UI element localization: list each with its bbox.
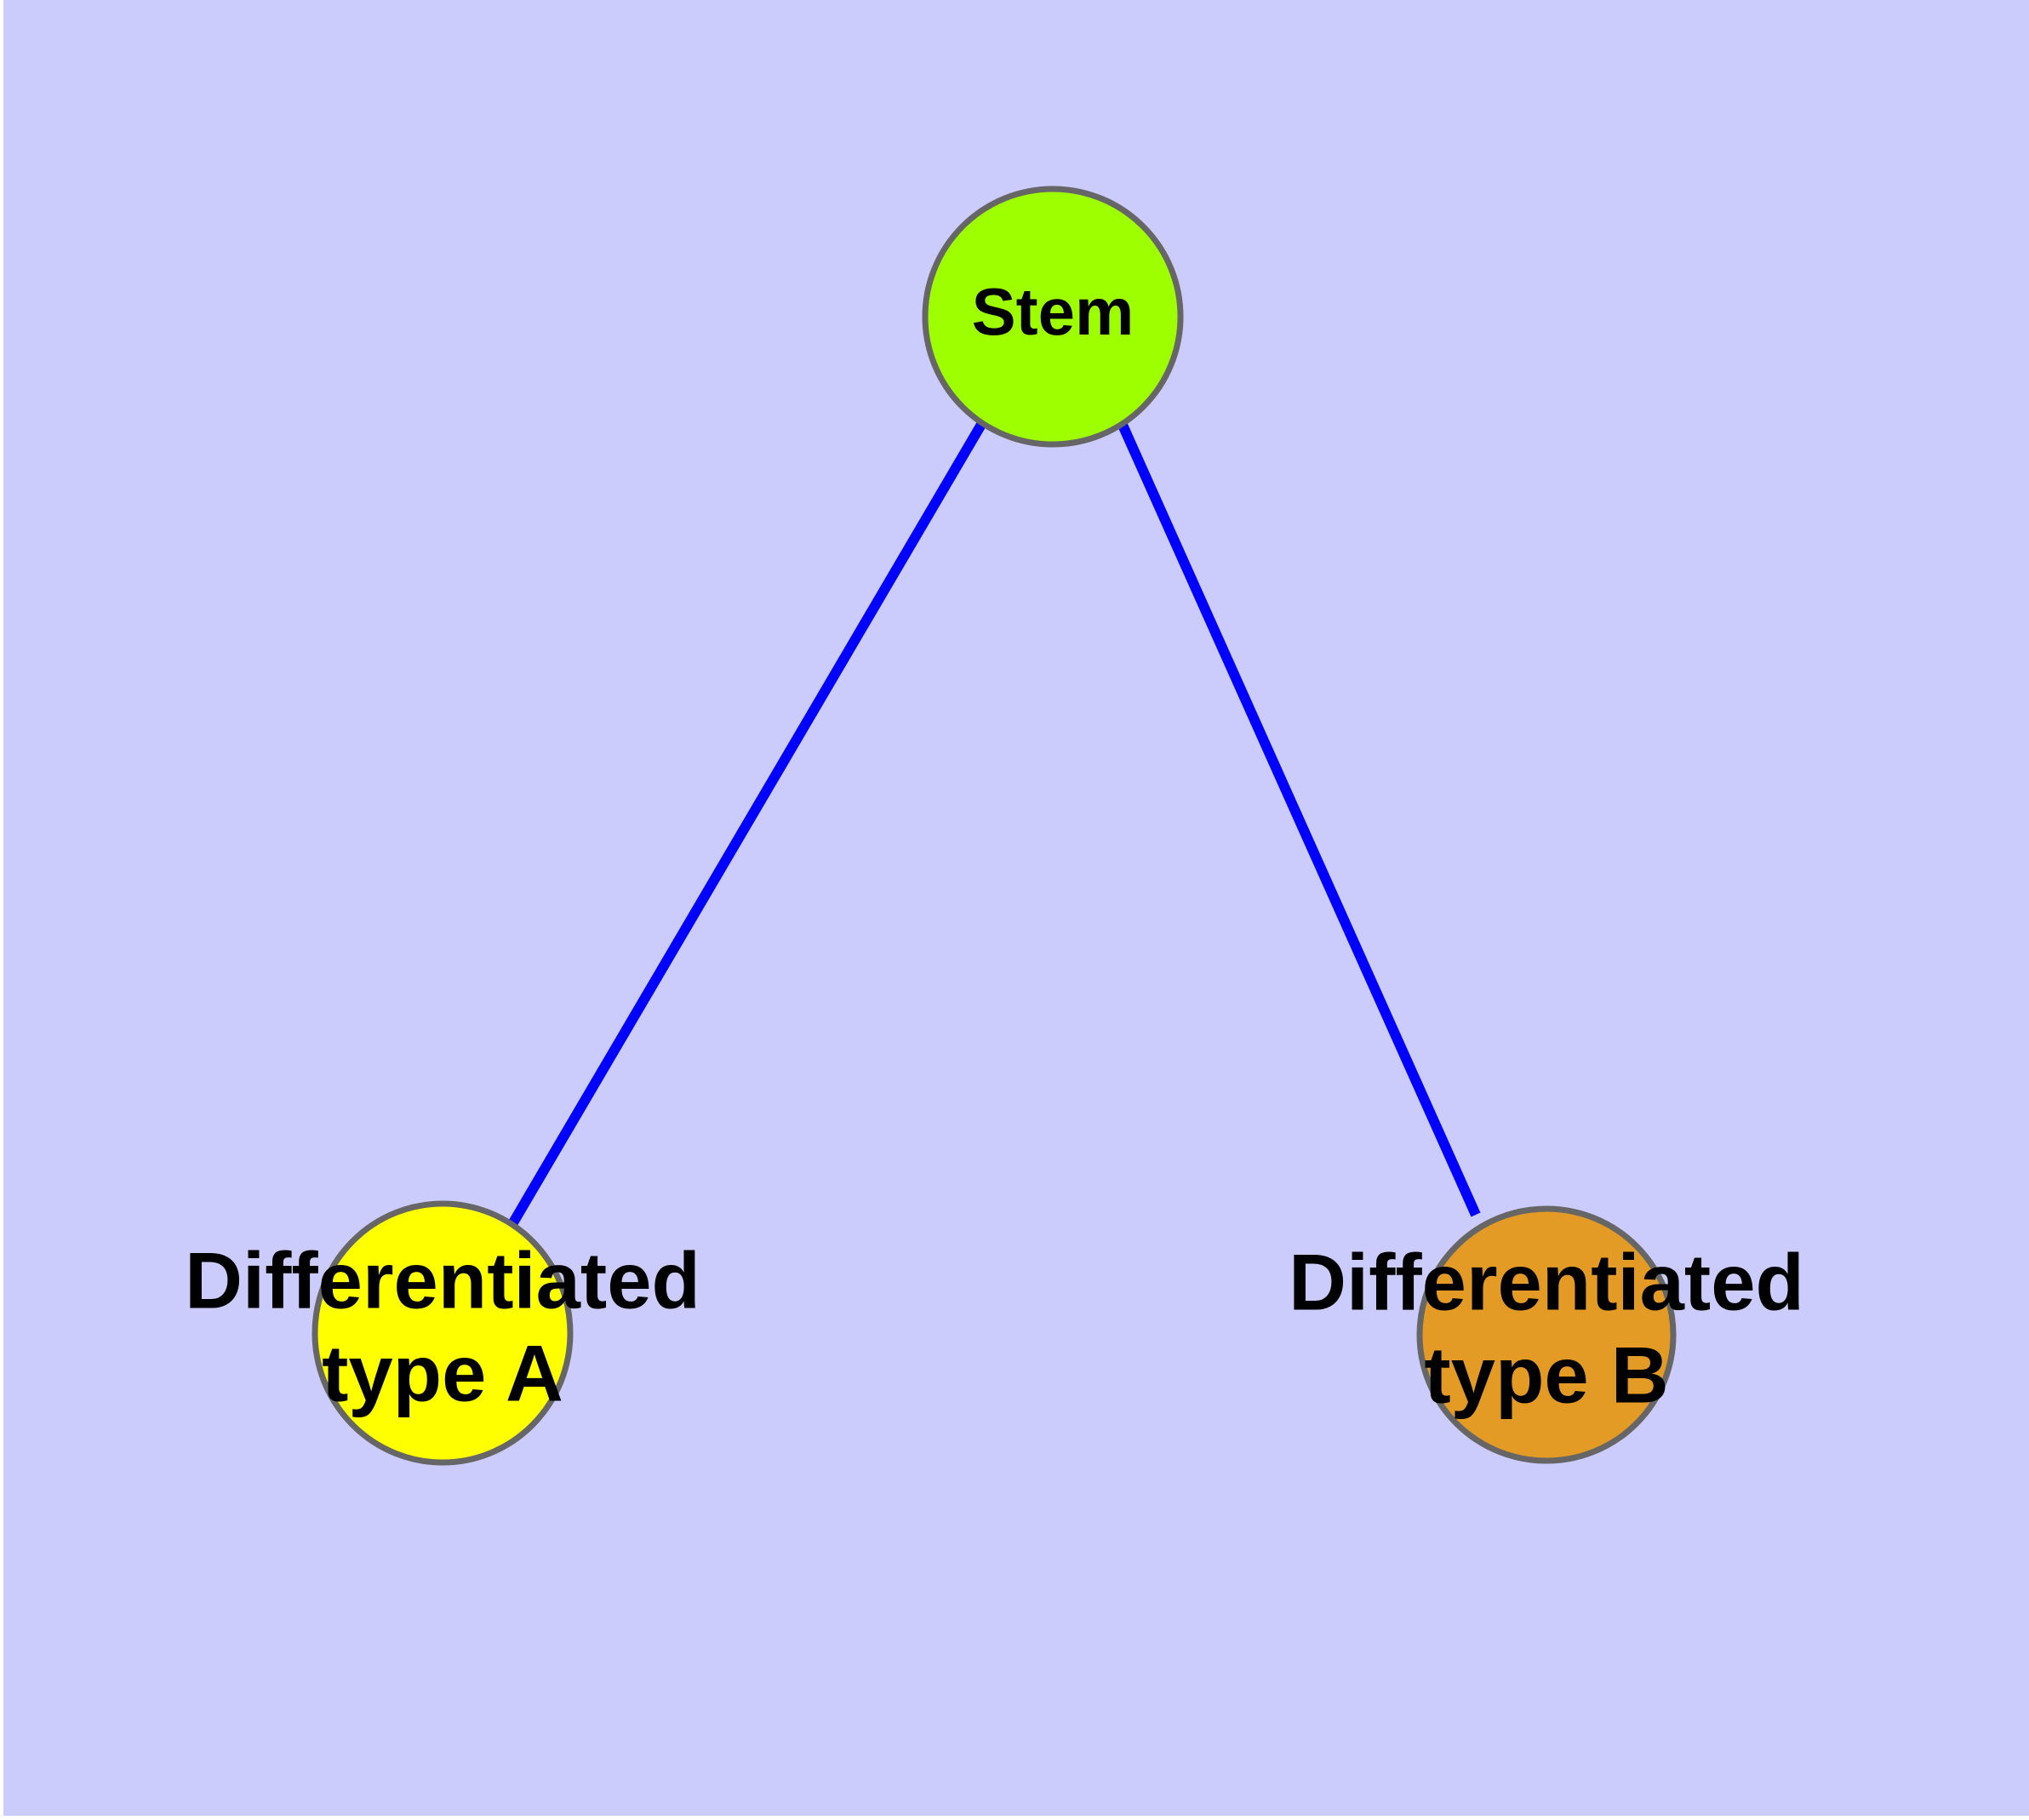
edge-stem-to-type-b bbox=[1117, 421, 1481, 1217]
node-label-line: Differentiated bbox=[1289, 1237, 1804, 1326]
node-label-line: Stem bbox=[972, 274, 1135, 349]
node-label-line: type A bbox=[322, 1328, 563, 1417]
node-label-line: type B bbox=[1424, 1330, 1668, 1419]
edges-layer bbox=[507, 420, 1481, 1228]
node-differentiated-type-a-circle[interactable] bbox=[311, 1200, 574, 1466]
node-label-stem: Stem bbox=[972, 274, 1135, 349]
nodes-layer bbox=[311, 186, 1677, 1466]
node-differentiated-type-b-circle[interactable] bbox=[1416, 1205, 1677, 1464]
edge-stem-to-type-a bbox=[507, 420, 987, 1228]
node-label-line: Differentiated bbox=[185, 1235, 700, 1325]
node-stem-circle[interactable] bbox=[922, 186, 1184, 448]
